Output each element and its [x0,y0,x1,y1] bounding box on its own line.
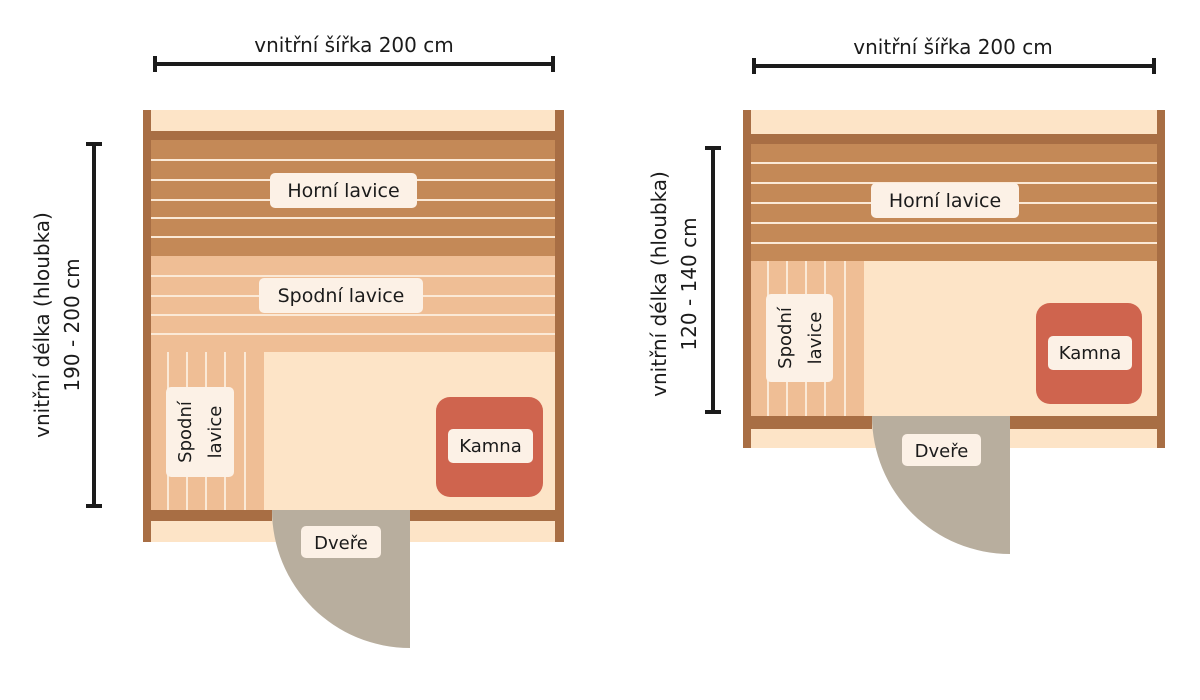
right-width-label: vnitřní šířka 200 cm [853,35,1052,59]
left-door-label-box: Dveře [301,526,381,558]
right-depth-label-line2: 120 - 140 cm [677,217,701,350]
right-stove-label: Kamna [1059,343,1122,364]
right-depth-label-line1: vnitřní délka (hloubka) [647,171,671,397]
right-stove-label-box: Kamna [1048,336,1132,370]
right-plan: vnitřní šířka 200 cm vnitřní délka (hlou… [647,35,1165,554]
left-depth-dimension: vnitřní délka (hloubka) 190 - 200 cm [30,142,102,508]
right-depth-dimension: vnitřní délka (hloubka) 120 - 140 cm [647,146,721,414]
left-side-bench-label-line2: lavice [205,406,226,459]
left-stove-label-box: Kamna [448,429,533,463]
right-width-dimension: vnitřní šířka 200 cm [752,35,1156,74]
right-side-bench-label-line2: lavice [805,312,826,365]
left-depth-label-line1: vnitřní délka (hloubka) [30,212,54,438]
left-depth-label-line2: 190 - 200 cm [60,258,84,391]
left-side-bench-label-box: Spodní lavice [166,387,234,477]
left-upper-bench-label-box: Horní lavice [270,173,417,208]
left-door-label: Dveře [314,533,368,554]
left-stove-label: Kamna [459,436,522,457]
right-side-bench-label-line1: Spodní [775,306,796,369]
left-side-bench-label-line1: Spodní [175,400,196,463]
right-upper-bench-label-box: Horní lavice [871,183,1019,218]
right-door-label: Dveře [915,441,969,462]
left-lower-bench-label: Spodní lavice [278,285,405,307]
right-door-label-box: Dveře [902,434,981,466]
left-width-label: vnitřní šířka 200 cm [254,33,453,57]
left-lower-bench-label-box: Spodní lavice [259,278,423,313]
left-width-dimension: vnitřní šířka 200 cm [153,33,555,72]
left-lower-bench [151,256,555,352]
right-side-bench-label-box: Spodní lavice [766,294,833,382]
left-plan: vnitřní šířka 200 cm vnitřní délka (hlou… [30,33,564,648]
right-upper-bench-label: Horní lavice [889,190,1001,212]
left-upper-bench-label: Horní lavice [287,180,399,202]
